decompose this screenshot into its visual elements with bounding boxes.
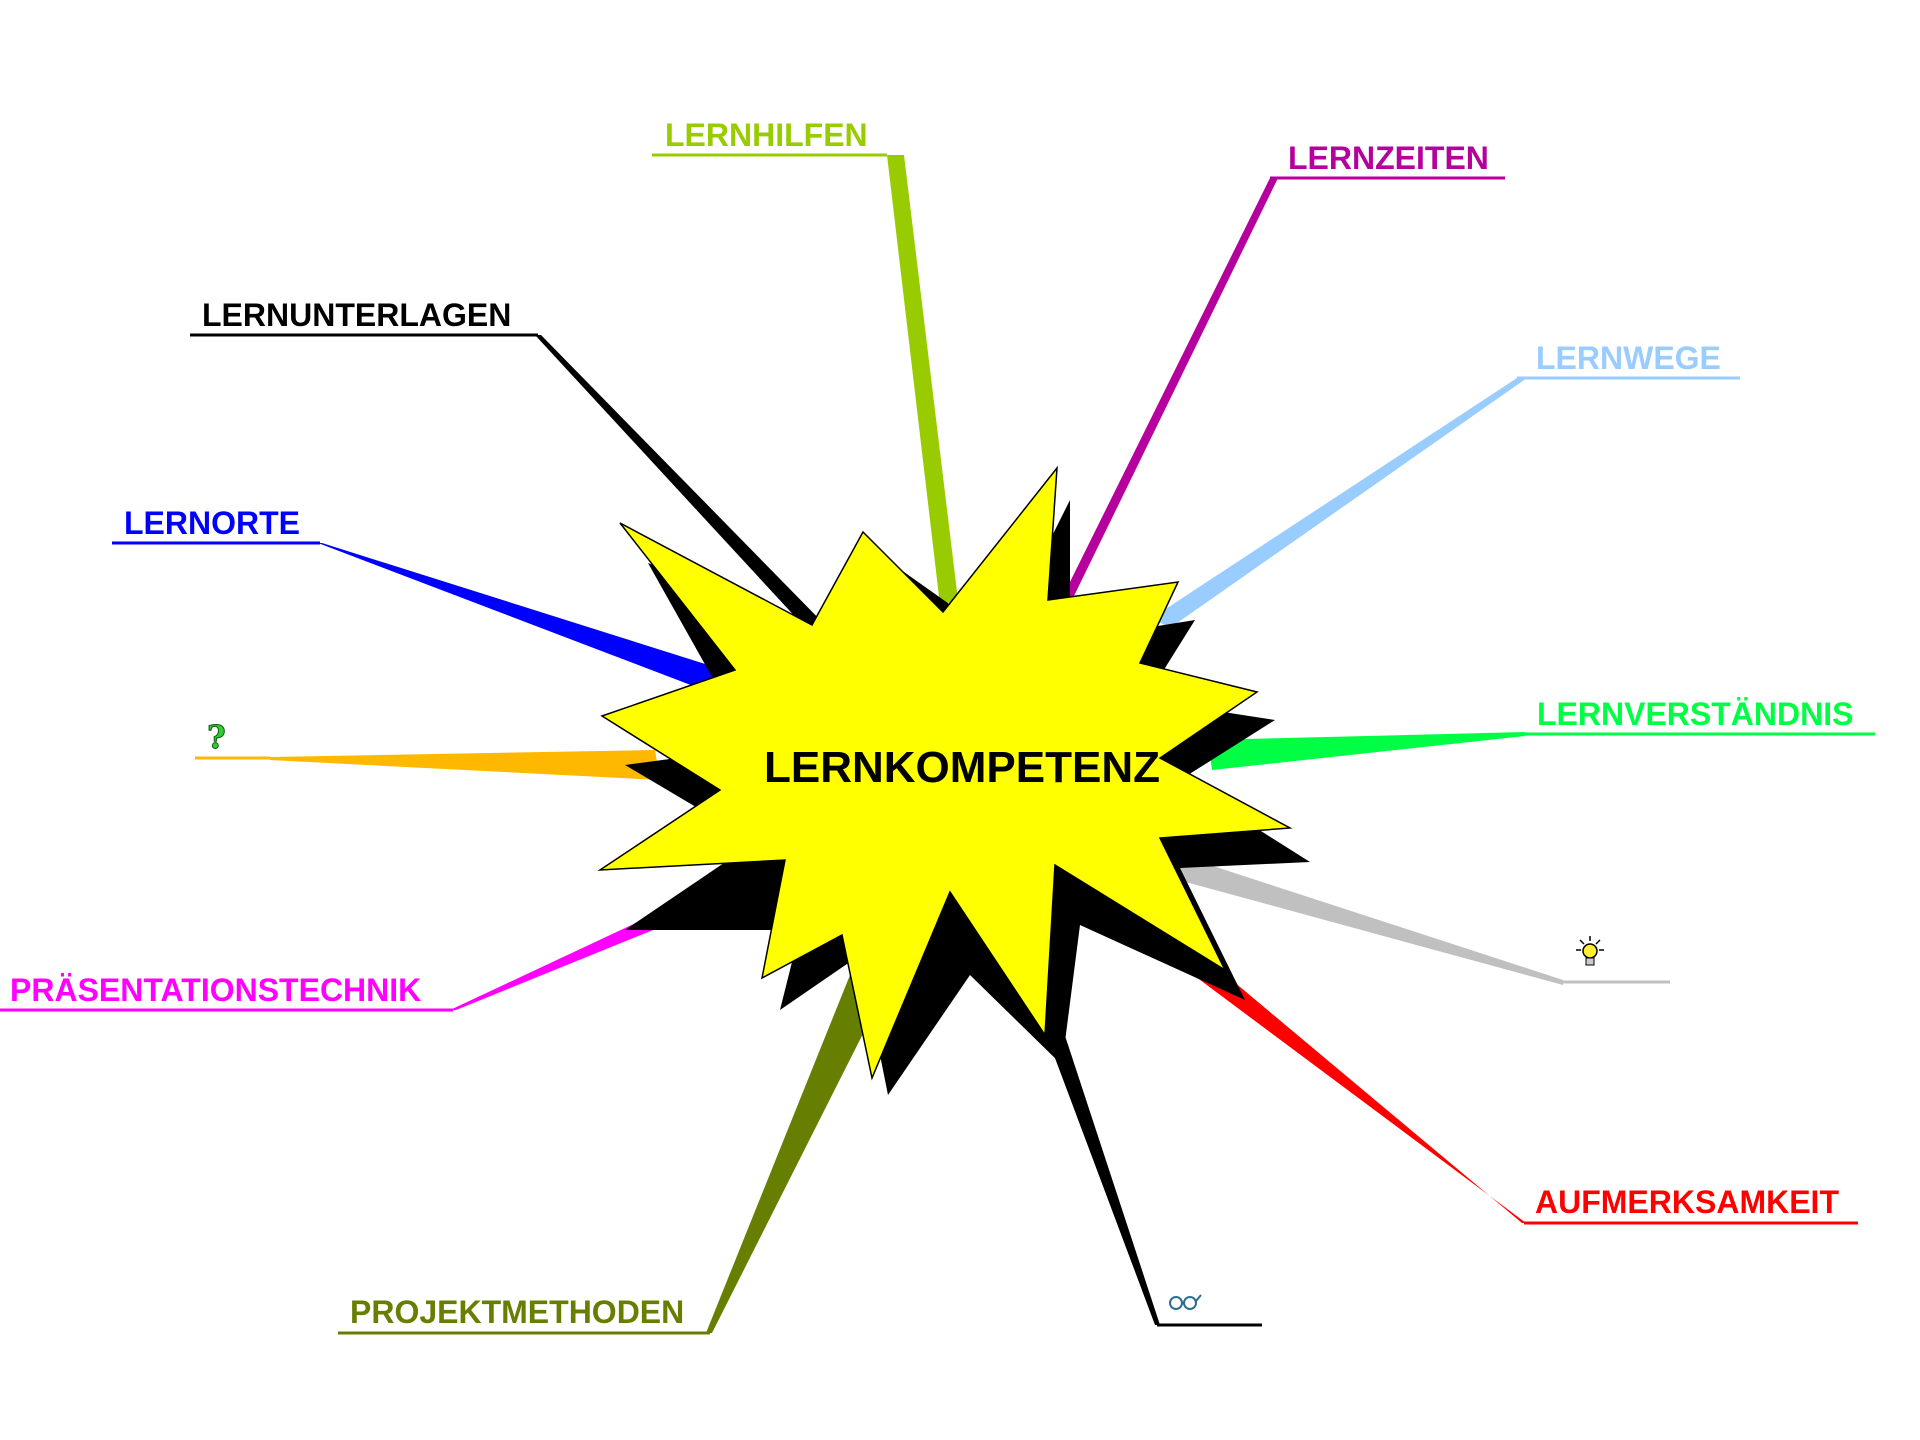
question-mark-icon: ? [207, 718, 226, 756]
branch-wedge [318, 543, 740, 700]
branch-lernzeiten: LERNZEITEN [1064, 140, 1505, 600]
branch-aufmerksamkeit: AUFMERKSAMKEIT [1160, 920, 1858, 1225]
branch-lernwege: LERNWEGE [1152, 340, 1740, 628]
branch-wedge [1208, 732, 1525, 770]
branch-wedge [1152, 378, 1527, 628]
branch-wedge [270, 750, 660, 780]
branch-label-lernhilfen[interactable]: LERNHILFEN [665, 117, 868, 153]
branch-wedge [535, 335, 830, 630]
branch-label-aufmerksamkeit[interactable]: AUFMERKSAMKEIT [1535, 1184, 1839, 1220]
lightbulb-icon [1576, 936, 1604, 966]
branch-label-lernorte[interactable]: LERNORTE [124, 505, 300, 541]
branch-projektmethoden: PROJEKTMETHODEN [338, 975, 880, 1335]
branch-lernorte: LERNORTE [112, 505, 740, 700]
starburst [597, 465, 1293, 1081]
branch-observe [1037, 990, 1262, 1327]
branch-wedge [1037, 990, 1160, 1325]
central-topic[interactable]: LERNKOMPETENZ [597, 465, 1310, 1095]
branch-label-lernunterlagen[interactable]: LERNUNTERLAGEN [202, 297, 511, 333]
branch-label-projektmethoden[interactable]: PROJEKTMETHODEN [350, 1294, 684, 1330]
glasses-icon [1169, 1294, 1202, 1310]
branch-praesentationstechnik: PRÄSENTATIONSTECHNIK [0, 890, 722, 1012]
branch-wedge [887, 155, 958, 605]
branch-label-lernwege[interactable]: LERNWEGE [1536, 340, 1721, 376]
branch-wedge [1064, 178, 1278, 600]
branch-question: ? [195, 718, 660, 780]
branch-lernhilfen: LERNHILFEN [652, 117, 958, 605]
branch-wedge [1160, 852, 1563, 985]
branch-label-lernverstaendnis[interactable]: LERNVERSTÄNDNIS [1537, 696, 1853, 732]
branch-lernverstaendnis: LERNVERSTÄNDNIS [1208, 696, 1875, 770]
branch-label-lernzeiten[interactable]: LERNZEITEN [1288, 140, 1489, 176]
central-topic-label: LERNKOMPETENZ [764, 743, 1160, 792]
branch-label-praesentationstechnik[interactable]: PRÄSENTATIONSTECHNIK [10, 972, 421, 1008]
branch-idea [1160, 852, 1670, 985]
branch-lernunterlagen: LERNUNTERLAGEN [190, 297, 830, 630]
branch-wedge [706, 975, 880, 1333]
